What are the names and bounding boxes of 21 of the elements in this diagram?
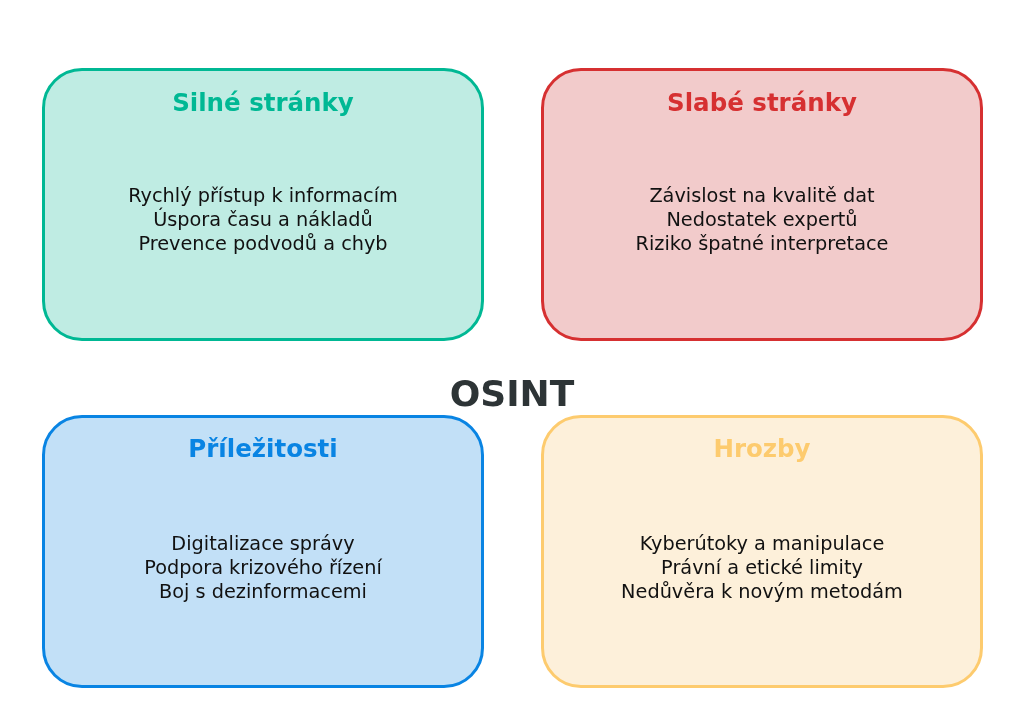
list-item: Závislost na kvalitě dat [649, 184, 875, 208]
quadrant-title: Hrozby [713, 434, 811, 463]
list-item: Úspora času a nákladů [153, 208, 373, 232]
list-item: Riziko špatné interpretace [635, 232, 889, 256]
list-item: Nedostatek expertů [666, 208, 858, 232]
list-item: Kyberútoky a manipulace [639, 532, 885, 556]
list-item: Prevence podvodů a chyb [138, 232, 388, 256]
quadrant-box [541, 68, 983, 341]
list-item: Podpora krizového řízení [144, 556, 382, 580]
list-item: Boj s dezinformacemi [159, 580, 367, 604]
quadrant-title: Silné stránky [172, 88, 354, 117]
quadrant-box [42, 68, 484, 341]
list-item: Digitalizace správy [171, 532, 355, 556]
list-item: Nedůvěra k novým metodám [621, 580, 903, 604]
quadrant-title: Slabé stránky [667, 88, 857, 117]
list-item: Rychlý přístup k informacím [128, 184, 398, 208]
quadrant-box [541, 415, 983, 688]
quadrant-box [42, 415, 484, 688]
list-item: Právní a etické limity [661, 556, 863, 580]
diagram-title: OSINT [449, 373, 575, 415]
quadrant-title: Příležitosti [188, 434, 338, 463]
